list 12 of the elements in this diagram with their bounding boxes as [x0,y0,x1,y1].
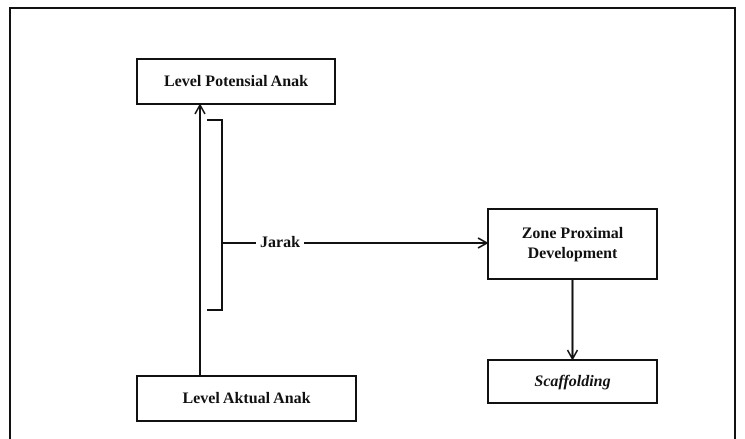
process-box [136,375,357,422]
process-box [487,359,658,404]
box-text: Level Aktual Anak [182,388,311,408]
box-text: Scaffolding [534,372,611,392]
arrow [304,237,488,249]
process-box [487,208,658,280]
arrow [194,104,206,375]
box-text: Level Potensial Anak [164,72,308,92]
box-text: Zone Proximal Development [520,224,624,264]
arrow [566,280,578,360]
process-box [136,58,336,105]
box-text: Jarak [260,233,300,253]
